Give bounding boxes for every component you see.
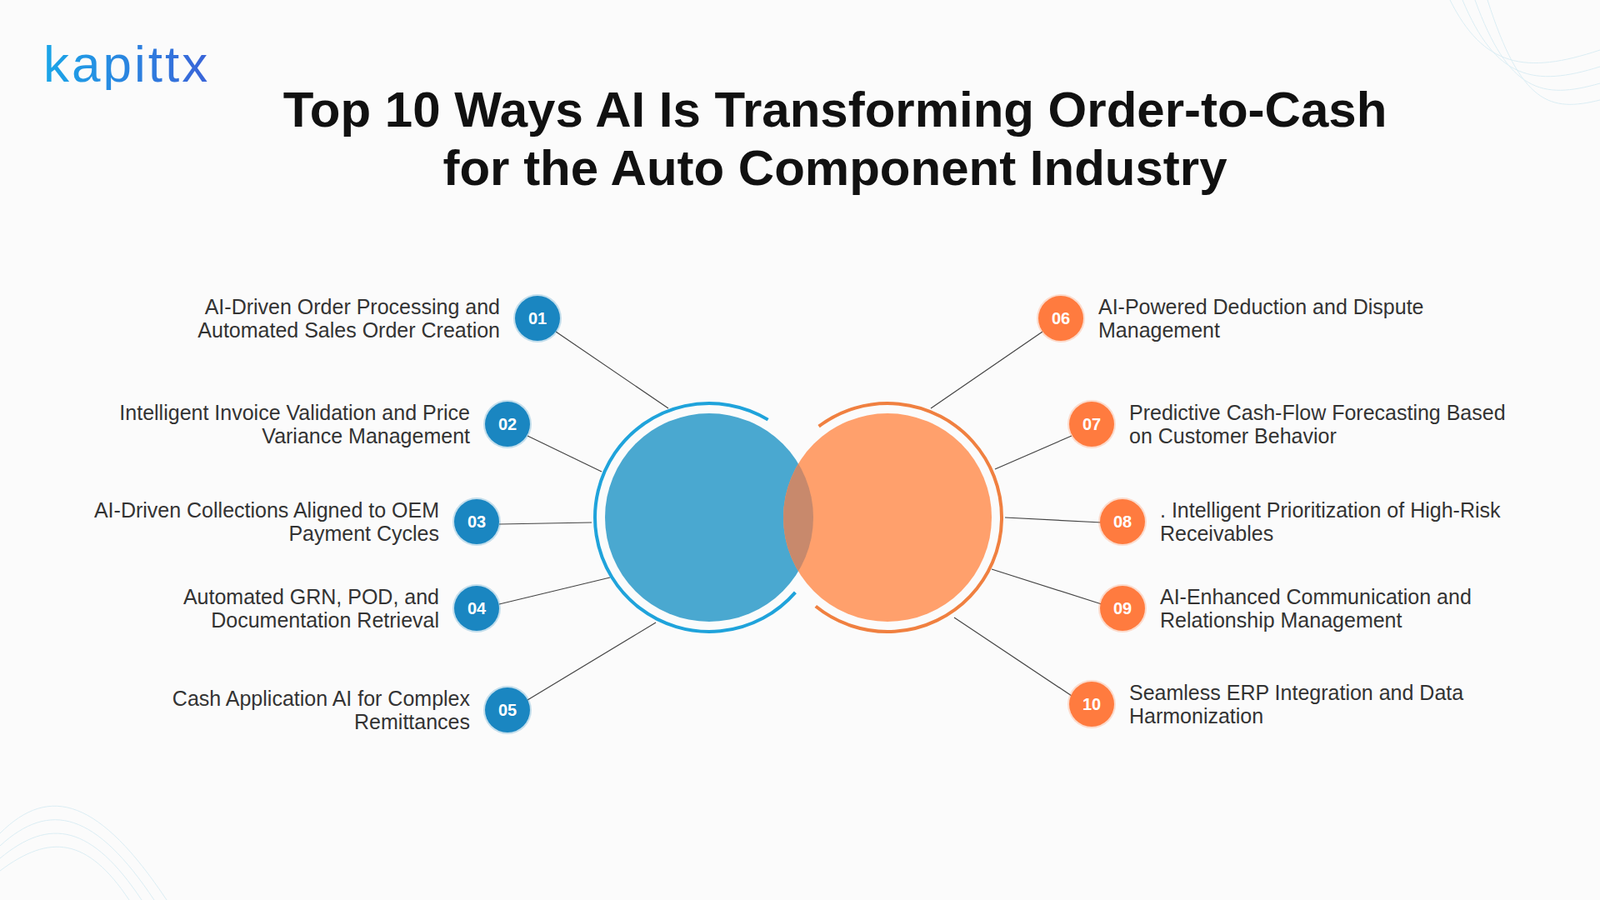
blue-ring [595,403,795,632]
numbered-item: 04Automated GRN, POD, and Documentation … [454,585,500,631]
callout-number: 07 [1069,401,1115,447]
leader-lines [499,331,1102,700]
orange-circle [783,413,992,622]
leader-line [555,331,669,409]
leader-line [954,617,1072,696]
numbered-item: 03AI-Driven Collections Aligned to OEM P… [454,499,500,545]
numbered-item: 05Cash Application AI for Complex Remitt… [485,687,530,733]
numbered-item: 08. Intelligent Prioritization of High-R… [1100,499,1145,545]
leader-line [991,569,1102,605]
item-description: Intelligent Invoice Validation and Price… [95,400,470,448]
item-description: Automated GRN, POD, and Documentation Re… [160,585,440,632]
diagram-title: Top 10 Ways AI Is Transforming Order-to-… [255,80,1415,198]
callout-number: 06 [1038,295,1084,341]
leader-line [527,435,602,472]
overlap-region [783,413,992,622]
orange-ring [815,403,1002,632]
numbered-item: 06AI-Powered Deduction and Dispute Manag… [1038,295,1084,341]
item-description: Predictive Cash-Flow Forecasting Based o… [1129,400,1521,448]
callout-number: 04 [454,585,500,631]
callout-number: 09 [1100,585,1145,631]
numbered-item: 07Predictive Cash-Flow Forecasting Based… [1069,401,1115,447]
callout-number: 05 [485,687,530,733]
leader-line [499,577,610,605]
item-description: Cash Application AI for Complex Remittan… [140,686,470,734]
callout-number: 10 [1069,681,1115,727]
item-description: AI-Enhanced Communication and Relationsh… [1160,585,1498,632]
brand-logo: kapittx [43,38,210,90]
item-description: AI-Driven Collections Aligned to OEM Pay… [68,498,440,545]
leader-line [499,522,592,525]
item-description: Seamless ERP Integration and Data Harmon… [1129,680,1492,728]
numbered-item: 01AI-Driven Order Processing and Automat… [515,295,560,341]
callout-number: 02 [485,401,530,447]
callout-number: 01 [515,295,560,341]
numbered-item: 09AI-Enhanced Communication and Relation… [1100,585,1145,631]
leader-line [527,622,656,700]
blue-circle [605,413,814,622]
item-description: . Intelligent Prioritization of High-Ris… [1160,498,1527,545]
item-description: AI-Powered Deduction and Dispute Managem… [1098,295,1453,342]
callout-number: 03 [454,499,500,545]
leader-line [1005,517,1102,523]
item-description: AI-Driven Order Processing and Automated… [166,295,500,342]
leader-line [930,331,1043,409]
numbered-item: 02Intelligent Invoice Validation and Pri… [485,401,530,447]
leader-line [995,435,1072,470]
callout-number: 08 [1100,499,1145,545]
numbered-item: 10Seamless ERP Integration and Data Harm… [1069,681,1115,727]
